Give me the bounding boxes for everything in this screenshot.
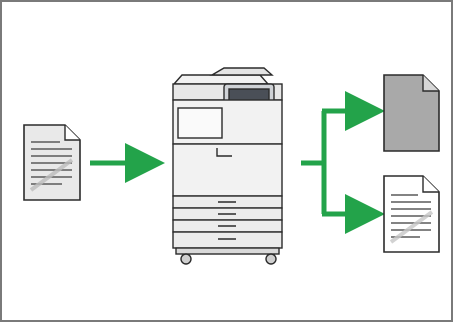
- output-document-icon: [384, 176, 439, 252]
- multifunction-printer-icon: [173, 68, 282, 264]
- blank-gray-page-icon: [384, 75, 439, 151]
- original-document-icon: [24, 125, 80, 200]
- arrow-device-to-outputs: [301, 111, 370, 214]
